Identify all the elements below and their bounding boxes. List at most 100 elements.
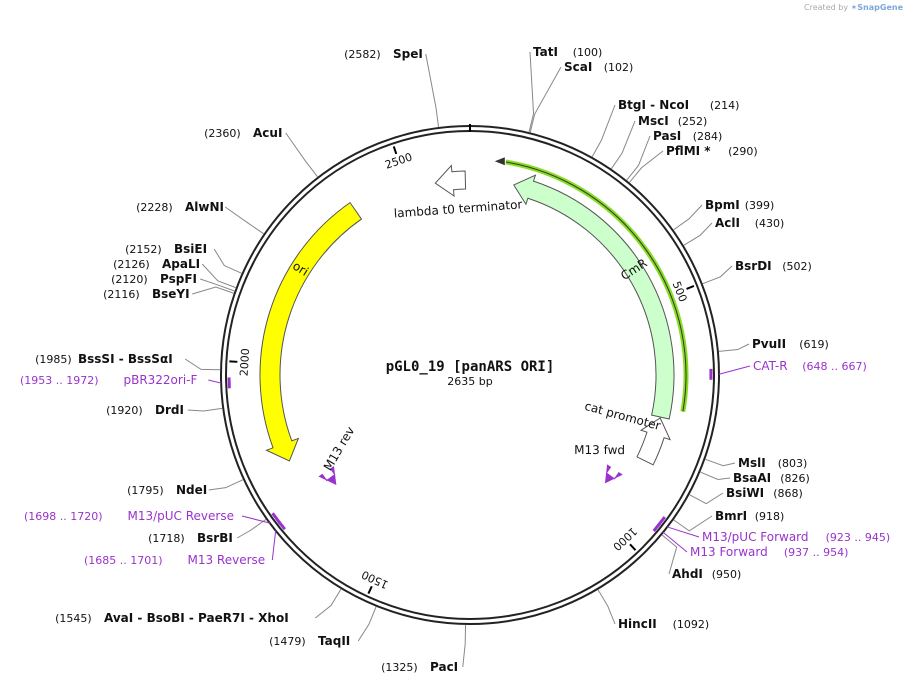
site-name[interactable]: BsiWI bbox=[726, 486, 764, 500]
site-coord: (2152) bbox=[125, 243, 162, 256]
primer-name[interactable]: CAT-R bbox=[753, 359, 788, 373]
feature-cat-promoter[interactable] bbox=[636, 417, 672, 466]
feature-lambda-t0-terminator[interactable] bbox=[434, 164, 467, 198]
site-layer: TatI(100)ScaI(102)BtgI - NcoI(214)MscI(2… bbox=[35, 45, 829, 674]
site-coord: (868) bbox=[773, 487, 803, 500]
site-leader-line bbox=[529, 66, 562, 133]
primer-name[interactable]: M13 Forward bbox=[690, 545, 768, 559]
site-coord: (826) bbox=[780, 472, 810, 485]
primer-name[interactable]: M13/pUC Reverse bbox=[127, 509, 234, 523]
site-name[interactable]: BsiEI bbox=[174, 242, 207, 256]
site-coord: (1718) bbox=[148, 532, 185, 545]
site-name[interactable]: PspFI bbox=[160, 272, 197, 286]
site-coord: (2582) bbox=[344, 48, 381, 61]
site-name[interactable]: BsaAI bbox=[733, 471, 771, 485]
site-coord: (1985) bbox=[35, 353, 72, 366]
site-name[interactable]: MslI bbox=[738, 456, 766, 470]
site-name[interactable]: BtgI - NcoI bbox=[618, 98, 689, 112]
site-coord: (284) bbox=[693, 130, 723, 143]
site-coord: (430) bbox=[755, 217, 785, 230]
site-coord: (100) bbox=[573, 46, 603, 59]
site-name[interactable]: BsrDI bbox=[735, 259, 772, 273]
primer-coord: (937 .. 954) bbox=[784, 546, 849, 559]
site-coord: (214) bbox=[710, 99, 740, 112]
primer-layer: CAT-R(648 .. 667)M13/pUC Forward(923 .. … bbox=[20, 359, 890, 567]
site-name[interactable]: HincII bbox=[618, 617, 657, 631]
site-name[interactable]: BmrI bbox=[715, 509, 747, 523]
primer-coord: (1698 .. 1720) bbox=[24, 510, 103, 523]
site-coord: (803) bbox=[778, 457, 808, 470]
site-name[interactable]: ApaLI bbox=[162, 257, 200, 271]
site-leader-line bbox=[285, 132, 318, 178]
primer-leader-line bbox=[667, 526, 700, 538]
primer-name[interactable]: M13 Reverse bbox=[187, 553, 265, 567]
primer-coord: (1685 .. 1701) bbox=[84, 554, 163, 567]
ruler-tick-label: 2000 bbox=[238, 348, 253, 377]
primer-leader-line bbox=[271, 530, 277, 561]
ruler-tick-label: 2500 bbox=[383, 150, 414, 171]
site-leader-line bbox=[462, 624, 467, 668]
feature-m13-fwd[interactable] bbox=[604, 464, 623, 484]
site-leader-line bbox=[201, 263, 236, 289]
site-leader-line bbox=[224, 206, 264, 235]
site-name[interactable]: AlwNI bbox=[185, 200, 224, 214]
site-name[interactable]: ScaI bbox=[564, 60, 592, 74]
site-coord: (619) bbox=[799, 338, 829, 351]
ruler-tick bbox=[392, 146, 398, 155]
site-name[interactable]: PflMI * bbox=[666, 144, 711, 158]
site-coord: (918) bbox=[755, 510, 785, 523]
feature-label-cat-promoter: cat promoter bbox=[583, 399, 662, 433]
site-leader-line bbox=[673, 204, 703, 231]
primer-bar bbox=[271, 512, 282, 525]
site-name[interactable]: PasI bbox=[653, 129, 681, 143]
site-leader-line bbox=[425, 53, 439, 128]
credit-prefix: Created by bbox=[804, 3, 849, 12]
ruler-tick bbox=[367, 585, 373, 594]
site-leader-line bbox=[200, 278, 235, 292]
site-coord: (2126) bbox=[113, 258, 150, 271]
site-name[interactable]: TaqII bbox=[318, 634, 350, 648]
site-name[interactable]: DrdI bbox=[155, 403, 184, 417]
site-leader-line bbox=[528, 51, 535, 133]
primer-coord: (1953 .. 1972) bbox=[20, 374, 99, 387]
feature-cmr[interactable] bbox=[513, 174, 675, 420]
site-name[interactable]: BssSI - BssSαI bbox=[78, 352, 173, 366]
site-name[interactable]: AclI bbox=[715, 216, 740, 230]
feature-m13-rev[interactable] bbox=[318, 466, 337, 485]
site-name[interactable]: AhdI bbox=[672, 567, 703, 581]
selection-highlight-line bbox=[505, 161, 687, 412]
snapgene-logo-icon: ✶ bbox=[850, 3, 858, 12]
site-name[interactable]: PacI bbox=[430, 660, 458, 674]
site-name[interactable]: PvuII bbox=[752, 337, 786, 351]
selection-arrow-icon bbox=[494, 157, 505, 166]
site-name[interactable]: AvaI - BsoBI - PaeR7I - XhoI bbox=[104, 611, 289, 625]
primer-leader-line bbox=[241, 515, 270, 524]
primer-name[interactable]: pBR322ori-F bbox=[123, 373, 197, 387]
site-name[interactable]: AcuI bbox=[253, 126, 282, 140]
site-leader-line bbox=[718, 343, 750, 352]
site-name[interactable]: BpmI bbox=[705, 198, 740, 212]
site-coord: (1545) bbox=[55, 612, 92, 625]
ruler-tick-label: 1500 bbox=[360, 568, 391, 592]
site-coord: (2360) bbox=[204, 127, 241, 140]
site-leader-line bbox=[597, 589, 616, 625]
primer-leader-line bbox=[718, 365, 751, 375]
site-name[interactable]: MscI bbox=[638, 114, 669, 128]
site-coord: (1325) bbox=[381, 661, 418, 674]
primer-coord: (923 .. 945) bbox=[826, 531, 891, 544]
primer-bar bbox=[652, 522, 662, 532]
site-name[interactable]: BseYI bbox=[152, 287, 190, 301]
site-name[interactable]: TatI bbox=[533, 45, 558, 59]
site-coord: (1920) bbox=[106, 404, 143, 417]
site-coord: (2120) bbox=[111, 273, 148, 286]
plasmid-length: 2635 bp bbox=[447, 375, 492, 388]
primer-name[interactable]: M13/pUC Forward bbox=[702, 530, 809, 544]
site-leader-line bbox=[673, 515, 713, 532]
site-name[interactable]: SpeI bbox=[393, 47, 423, 61]
site-name[interactable]: BsrBI bbox=[197, 531, 233, 545]
site-leader-line bbox=[661, 534, 678, 575]
site-name[interactable]: NdeI bbox=[176, 483, 207, 497]
feature-ori[interactable] bbox=[259, 201, 363, 462]
